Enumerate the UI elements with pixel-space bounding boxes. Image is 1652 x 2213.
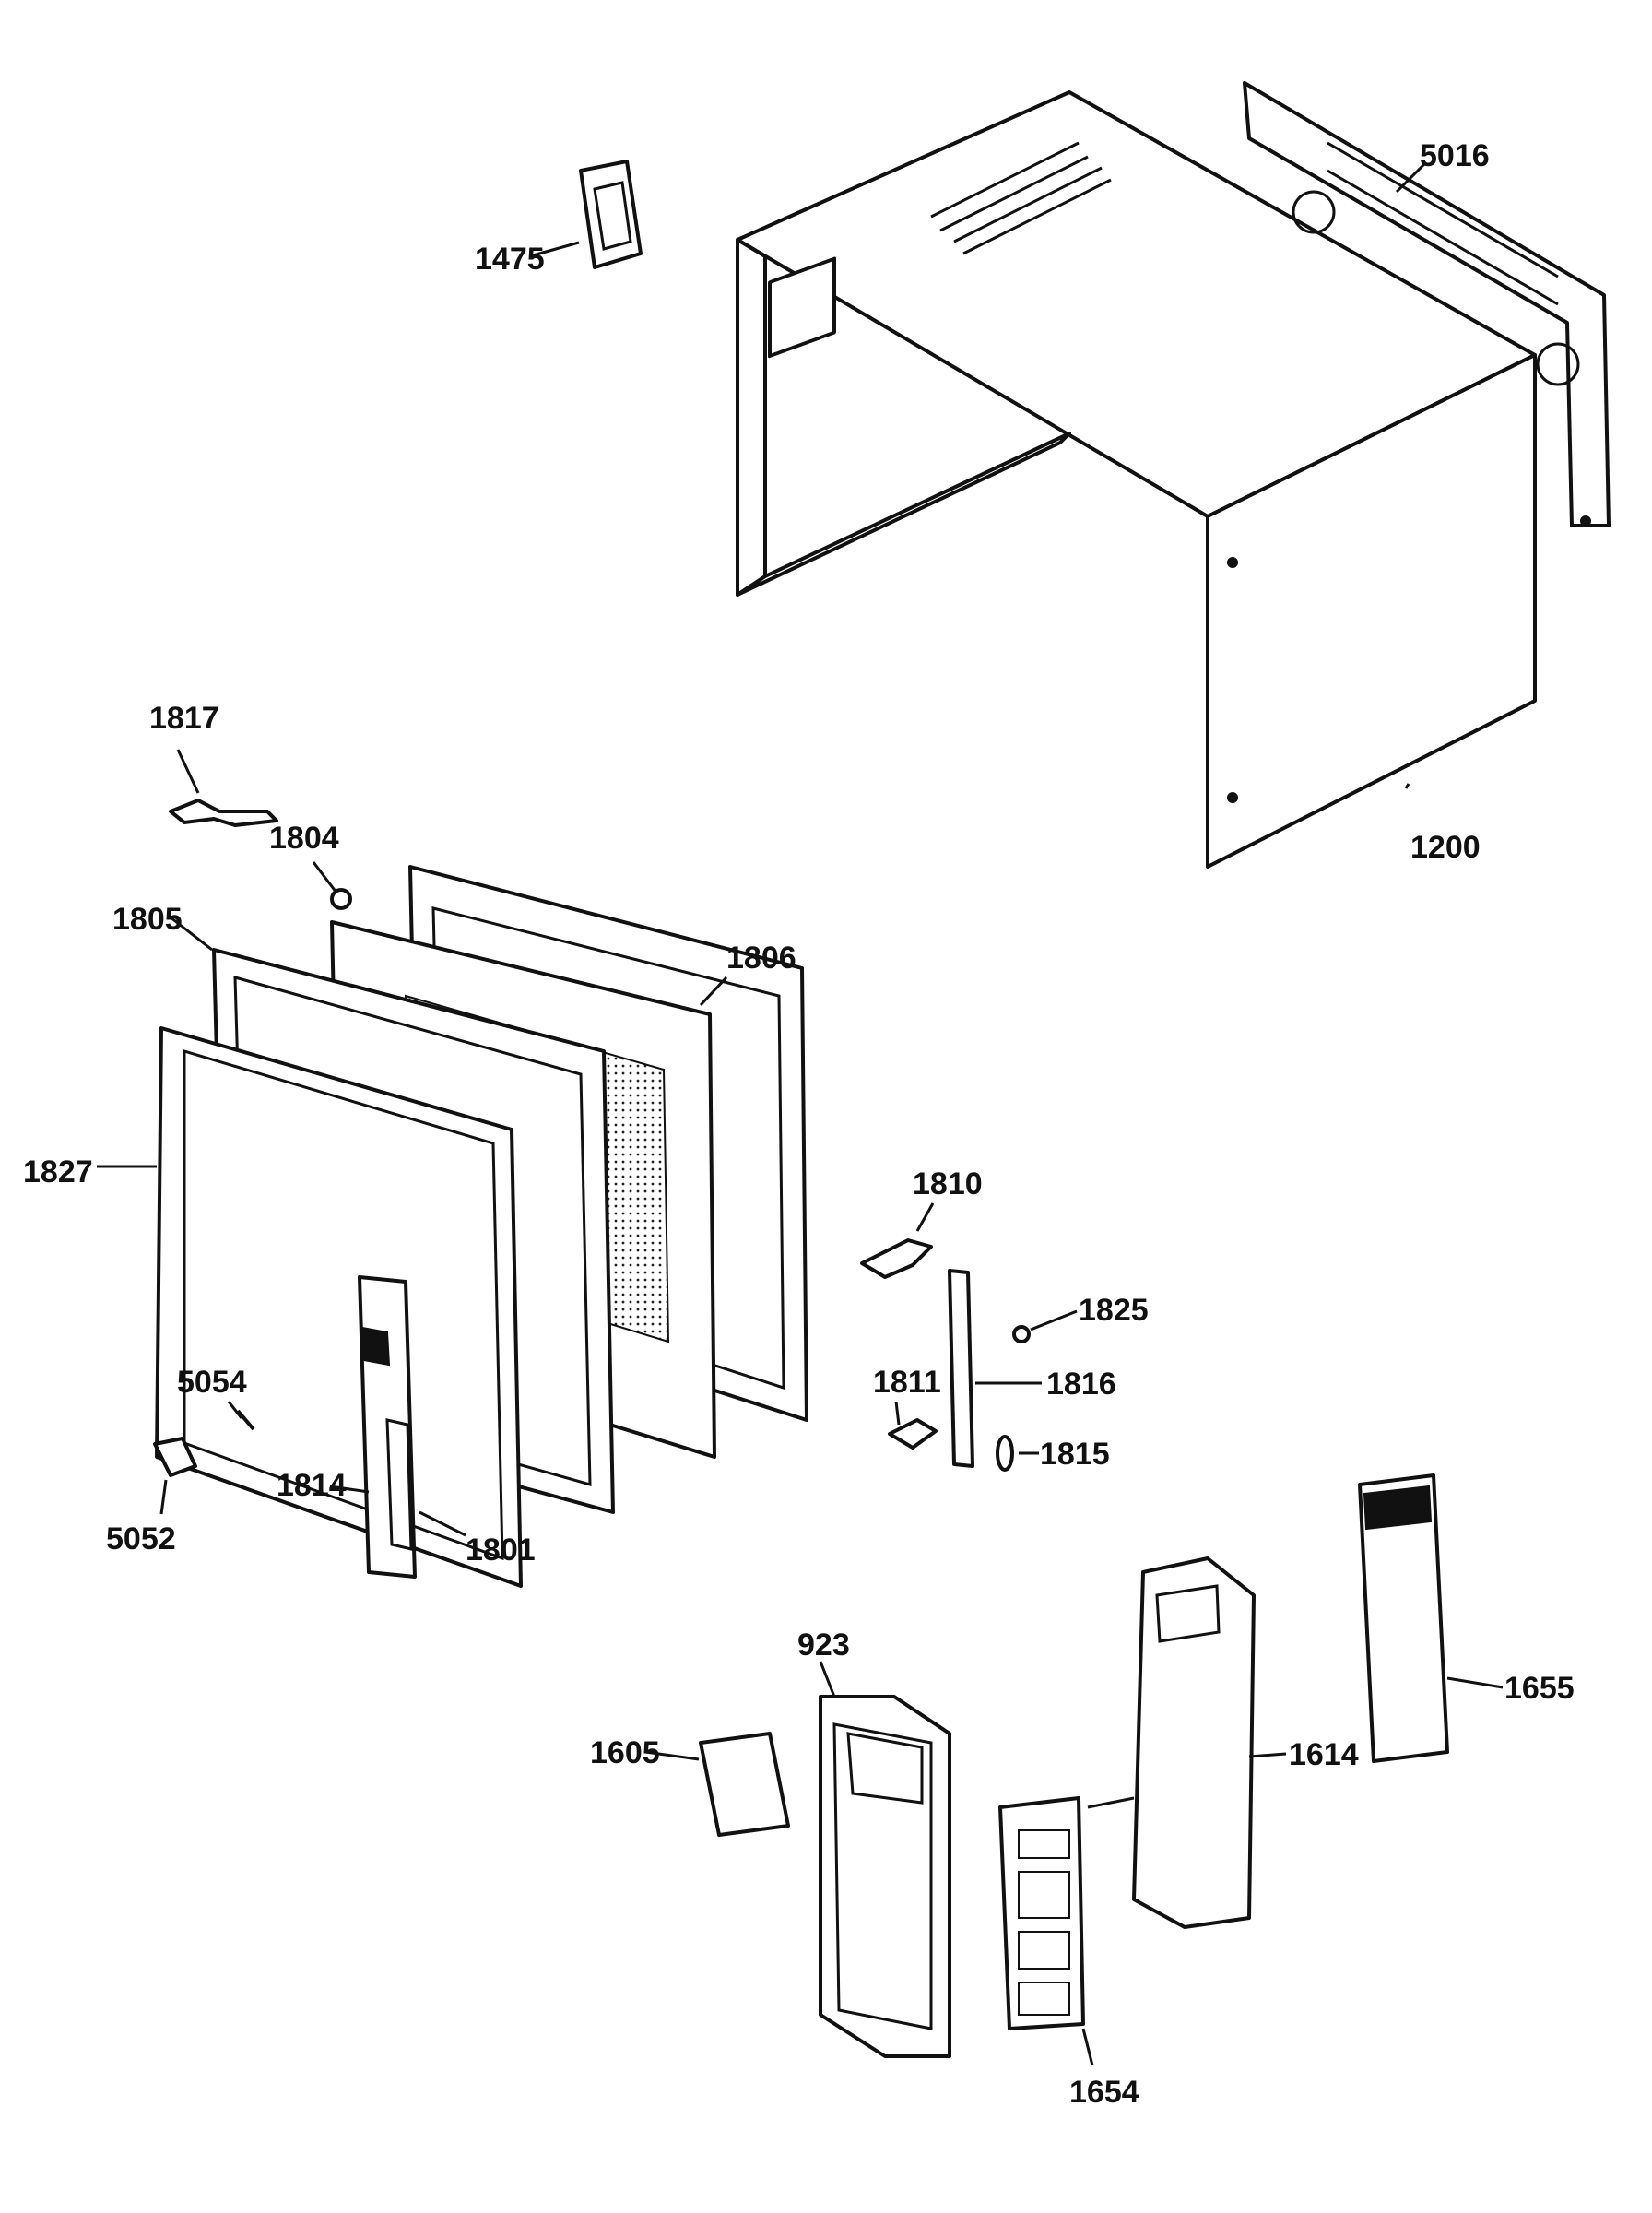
callout-1655: 1655 [1504, 1671, 1575, 1706]
callout-1801: 1801 [466, 1533, 536, 1568]
leader-lines [97, 162, 1504, 2066]
latch-parts-drawing [860, 1238, 1031, 1472]
callout-1605: 1605 [590, 1735, 660, 1770]
callout-1200: 1200 [1410, 830, 1481, 865]
callout-1817: 1817 [149, 701, 219, 736]
callout-923: 923 [797, 1627, 850, 1663]
window-1605-drawing [699, 1732, 790, 1837]
callout-1810: 1810 [913, 1166, 983, 1201]
control-board-1614-drawing [1087, 1556, 1256, 1929]
back-plate-drawing [1243, 81, 1611, 527]
callout-labels: 1475 5016 1200 1817 1804 1805 1806 1827 … [23, 138, 1575, 2110]
bracket-1475-drawing [579, 160, 643, 269]
vent-slots [930, 141, 1112, 255]
callout-5016: 5016 [1420, 138, 1490, 173]
outer-case-drawing [736, 90, 1537, 869]
callout-1475: 1475 [475, 242, 545, 277]
callout-1816: 1816 [1046, 1367, 1116, 1402]
callout-1827: 1827 [23, 1154, 93, 1189]
callout-5052: 5052 [106, 1521, 176, 1556]
keypad-1654-drawing [998, 1796, 1085, 2030]
hinge-1817-drawing [169, 799, 278, 827]
small-parts-drawing [153, 1409, 255, 1477]
board-1655-drawing [1358, 1473, 1449, 1763]
callout-5054: 5054 [177, 1365, 247, 1400]
callout-1806: 1806 [726, 941, 796, 976]
control-frame-923-drawing [819, 1695, 951, 2058]
callout-1811: 1811 [873, 1365, 941, 1400]
callout-1814: 1814 [277, 1468, 347, 1503]
glass-panel-1827-drawing [155, 1026, 523, 1588]
callout-1825: 1825 [1079, 1293, 1149, 1328]
callout-1614: 1614 [1289, 1737, 1359, 1772]
handle-drawing [358, 1275, 417, 1579]
callout-1654: 1654 [1069, 2075, 1139, 2110]
callout-1804: 1804 [269, 821, 339, 856]
callout-1815: 1815 [1040, 1437, 1110, 1472]
callout-1805: 1805 [112, 902, 183, 937]
